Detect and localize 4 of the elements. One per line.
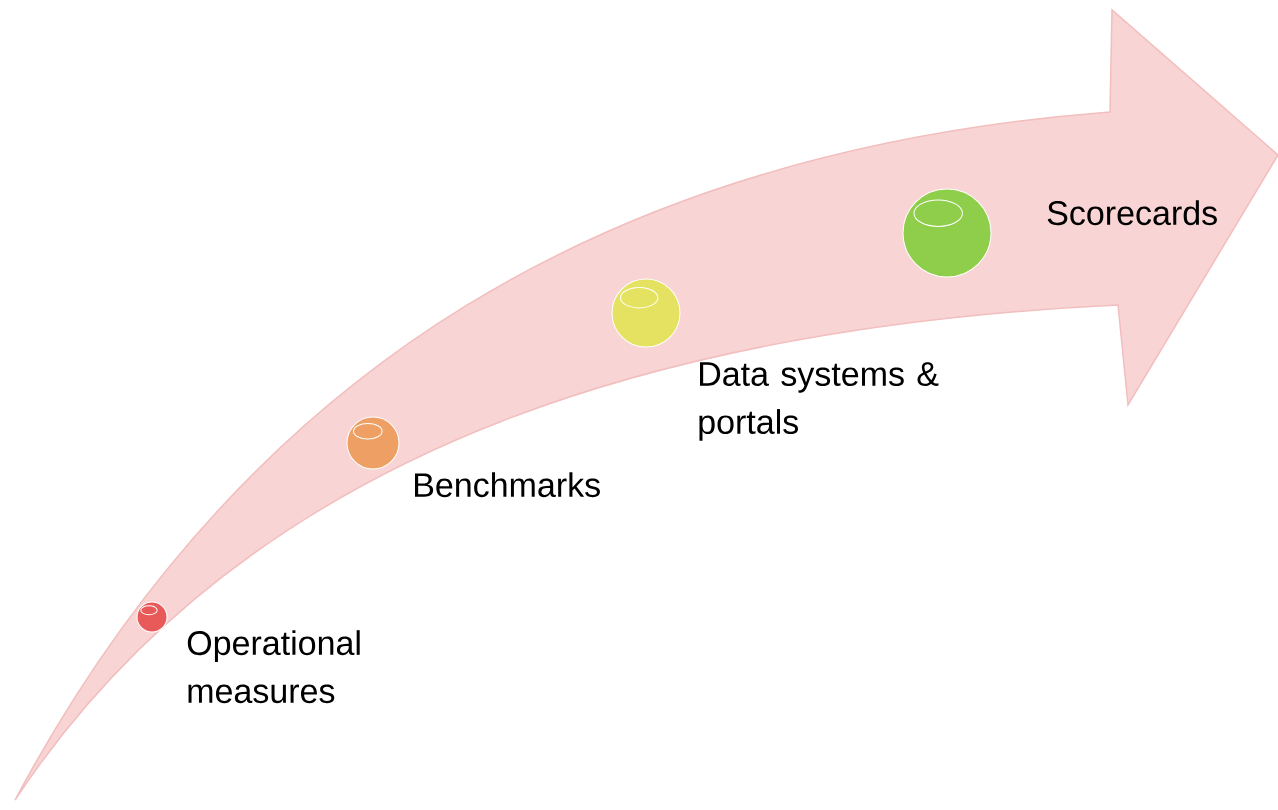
step-label: Benchmarks xyxy=(415,472,600,498)
step-label: Scorecards xyxy=(1047,200,1217,226)
step-label: Data systems & portals xyxy=(699,362,939,441)
step-label: Operational measures xyxy=(187,630,360,704)
